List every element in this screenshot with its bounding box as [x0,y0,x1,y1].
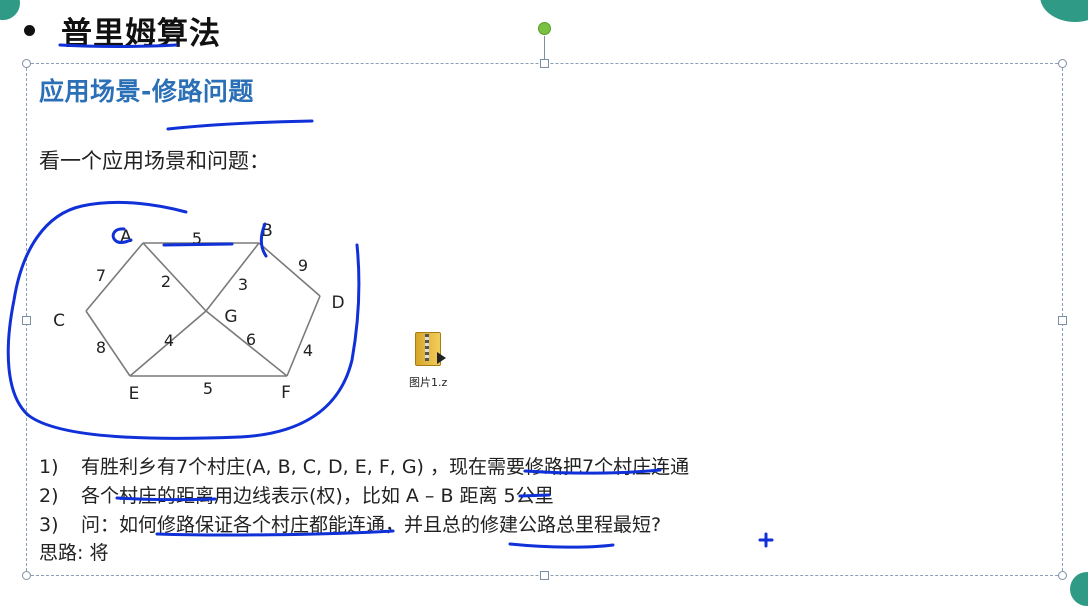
list-item[interactable]: 3) 问：如何修路保证各个村庄都能连通，并且总的修建公路总里程最短? [39,510,661,537]
edge-weight-label: 4 [164,331,174,350]
shortcut-arrow-icon [437,352,446,364]
graph-edge-b-g [205,242,260,312]
rotate-handle[interactable] [538,22,551,35]
bullet-icon [24,24,35,36]
resize-handle-top-right[interactable] [1058,59,1067,68]
edge-weight-label: 4 [303,341,313,360]
resize-handle-bottom-left[interactable] [22,571,31,580]
graph-edge-a-g [142,242,207,312]
edge-weight-label: 3 [238,275,248,294]
graph-node-e: E [129,384,140,404]
list-item-number: 1) [39,456,59,478]
list-item-text: 问：如何修路保证各个村庄都能连通，并且总的修建公路总里程最短? [81,514,662,536]
list-item[interactable]: 2) 各个村庄的距离用边线表示(权)，比如 A – B 距离 5公里 [39,481,554,508]
resize-handle-right[interactable] [1058,316,1067,325]
edge-weight-label: 6 [246,330,256,349]
graph-node-c: C [53,311,65,331]
attachment-label: 图片1.z [409,376,448,389]
graph-node-b: B [261,221,273,241]
list-item-text: 有胜利乡有7个村庄(A, B, C, D, E, F, G) ，现在需要修路把7… [81,456,690,478]
theme-corner-decoration [0,0,20,20]
intro-text[interactable]: 看一个应用场景和问题： [39,149,270,173]
graph-node-g: G [224,307,237,327]
list-item-text: 各个村庄的距离用边线表示(权)，比如 A – B 距离 5公里 [81,485,554,507]
resize-handle-bottom[interactable] [540,571,549,580]
zipper-icon [425,334,429,361]
resize-handle-top[interactable] [540,59,549,68]
graph-edge-a-c [85,242,144,312]
edge-weight-label: 7 [96,266,106,285]
rotate-connector [544,36,545,63]
section-title[interactable]: 应用场景-修路问题 [39,77,254,106]
idea-text[interactable]: 思路: 将 [39,542,109,564]
graph-node-d: D [331,293,344,313]
resize-handle-bottom-right[interactable] [1058,571,1067,580]
attachment-file[interactable]: 图片1.z [404,330,456,390]
graph-node-f: F [281,383,291,403]
edge-weight-label: 8 [96,338,106,357]
edge-weight-label: 2 [161,272,171,291]
edge-weight-label: 5 [203,379,213,398]
list-item-number: 3) [39,514,59,536]
graph-edge-d-f [286,295,321,377]
edge-weight-label: 9 [298,256,308,275]
list-item[interactable]: 1) 有胜利乡有7个村庄(A, B, C, D, E, F, G) ，现在需要修路… [39,452,689,479]
resize-handle-top-left[interactable] [22,59,31,68]
list-item-number: 2) [39,485,59,507]
graph-edge-c-e [85,310,131,377]
edge-weight-label: 5 [192,229,202,248]
graph-node-a: A [120,227,132,247]
graph-edge-b-d [258,242,321,297]
